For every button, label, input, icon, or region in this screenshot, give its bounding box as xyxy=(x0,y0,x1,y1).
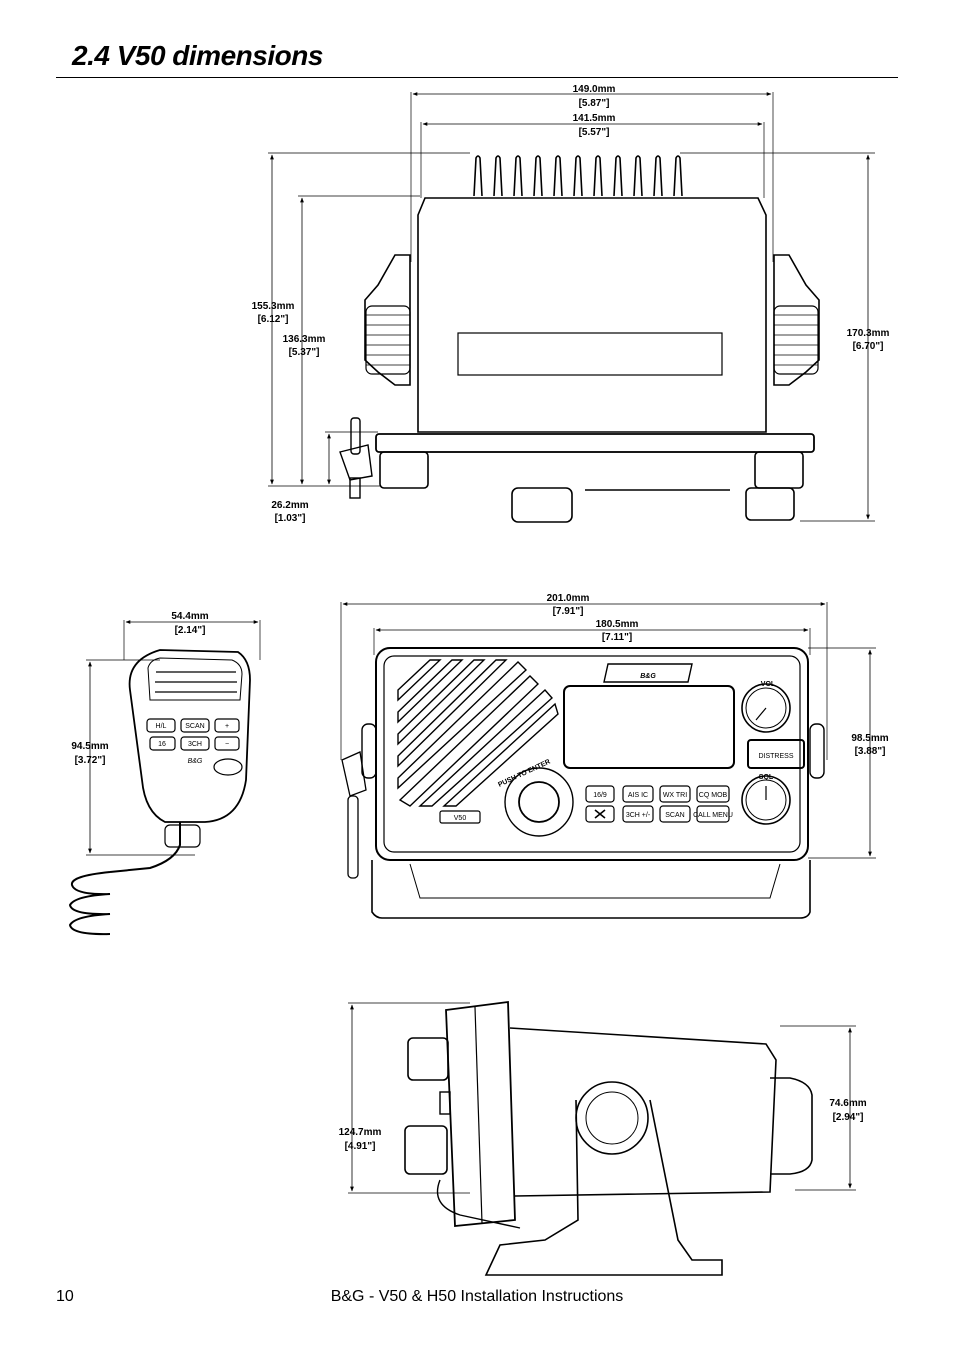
svg-text:PUSH TO ENTER: PUSH TO ENTER xyxy=(497,758,551,788)
svg-text:[6.12"]: [6.12"] xyxy=(258,314,289,325)
page-title: 2.4 V50 dimensions xyxy=(72,40,323,71)
svg-text:201.0mm: 201.0mm xyxy=(547,593,590,604)
svg-text:180.5mm: 180.5mm xyxy=(596,619,639,630)
svg-text:[7.11"]: [7.11"] xyxy=(602,632,632,643)
svg-text:16: 16 xyxy=(158,741,166,748)
svg-text:[4.91"]: [4.91"] xyxy=(345,1141,376,1152)
svg-text:CALL MENU: CALL MENU xyxy=(693,812,733,819)
svg-text:−: − xyxy=(225,741,229,748)
svg-text:SCAN: SCAN xyxy=(185,723,204,730)
svg-text:26.2mm: 26.2mm xyxy=(271,500,308,511)
microphone-drawing xyxy=(68,620,261,936)
svg-text:54.4mm: 54.4mm xyxy=(171,611,208,622)
svg-text:CQ MOB: CQ MOB xyxy=(699,792,728,799)
svg-text:[7.91"]: [7.91"] xyxy=(553,606,584,617)
svg-text:[1.03"]: [1.03"] xyxy=(275,513,306,524)
svg-text:B&G: B&G xyxy=(188,758,203,765)
top-view-labels: 149.0mm [5.87"] 141.5mm [5.57"] 155.3mm … xyxy=(252,84,890,524)
svg-text:DISTRESS: DISTRESS xyxy=(758,753,793,760)
svg-text:[5.57"]: [5.57"] xyxy=(579,127,610,138)
top-view-drawing xyxy=(268,92,875,523)
svg-text:74.6mm: 74.6mm xyxy=(829,1098,866,1109)
front-view-drawing xyxy=(340,602,876,919)
svg-text:141.5mm: 141.5mm xyxy=(573,113,616,124)
svg-text:SQL: SQL xyxy=(759,774,774,781)
svg-text:16/9: 16/9 xyxy=(593,792,607,799)
front-view-labels: 201.0mm [7.91"] 180.5mm [7.11"] 98.5mm [… xyxy=(454,593,889,822)
svg-text:170.3mm: 170.3mm xyxy=(847,328,890,339)
svg-text:[5.37"]: [5.37"] xyxy=(289,347,320,358)
svg-text:[6.70"]: [6.70"] xyxy=(853,341,884,352)
svg-text:149.0mm: 149.0mm xyxy=(573,84,616,95)
svg-text:94.5mm: 94.5mm xyxy=(71,741,108,752)
svg-text:[2.94"]: [2.94"] xyxy=(833,1112,864,1123)
svg-text:H/L: H/L xyxy=(156,723,167,730)
page-number: 10 xyxy=(56,1288,74,1305)
side-view-drawing xyxy=(348,1000,856,1276)
svg-text:AIS IC: AIS IC xyxy=(628,792,648,799)
footer-title: B&G - V50 & H50 Installation Instruction… xyxy=(330,1288,624,1305)
svg-text:3CH +/-: 3CH +/- xyxy=(626,812,651,819)
svg-text:[5.87"]: [5.87"] xyxy=(579,98,610,109)
svg-text:98.5mm: 98.5mm xyxy=(851,733,888,744)
svg-text:[3.88"]: [3.88"] xyxy=(855,746,886,757)
svg-text:+: + xyxy=(225,723,229,730)
svg-text:[3.72"]: [3.72"] xyxy=(75,755,106,766)
microphone-labels: 54.4mm [2.14"] 94.5mm [3.72"] H/L SCAN +… xyxy=(71,611,229,766)
svg-text:[2.14"]: [2.14"] xyxy=(175,625,206,636)
svg-text:VOL: VOL xyxy=(761,681,776,688)
side-view-labels: 124.7mm [4.91"] 74.6mm [2.94"] xyxy=(339,1098,867,1152)
svg-text:3CH: 3CH xyxy=(188,741,202,748)
svg-text:155.3mm: 155.3mm xyxy=(252,301,295,312)
svg-text:WX TRI: WX TRI xyxy=(663,792,687,799)
svg-text:V50: V50 xyxy=(454,815,467,822)
svg-text:124.7mm: 124.7mm xyxy=(339,1127,382,1138)
svg-text:136.3mm: 136.3mm xyxy=(283,334,326,345)
svg-text:B&G: B&G xyxy=(640,673,656,680)
title-rule xyxy=(56,77,898,78)
svg-text:SCAN: SCAN xyxy=(665,812,684,819)
